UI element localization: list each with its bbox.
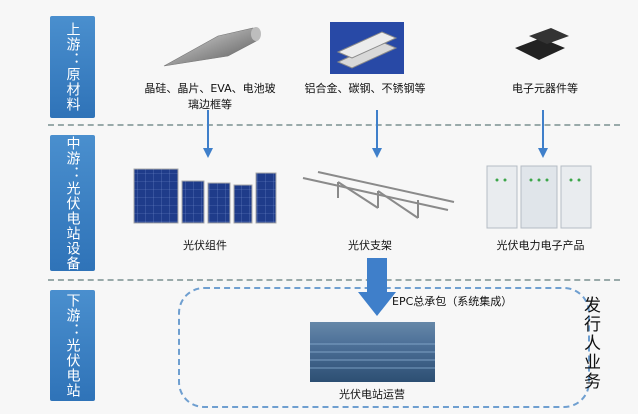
- upstream-label: 上游：原材料: [50, 16, 95, 118]
- arrow-silicon-down: [203, 110, 213, 158]
- separator-upstream-midstream: [48, 124, 620, 126]
- arrow-electronics-down: [538, 110, 548, 158]
- metals-label: 铝合金、碳钢、不锈钢等: [304, 82, 426, 95]
- downstream-label-text: 下游：光伏电站: [64, 293, 81, 398]
- aluminum-profile-icon: [330, 22, 404, 74]
- cabinet-icon: [486, 165, 592, 229]
- arrow-metals-down: [372, 110, 382, 158]
- solar-plant-rows: [310, 343, 435, 369]
- power-electronics-label: 光伏电力电子产品: [496, 239, 585, 252]
- upstream-label-text: 上游：原材料: [64, 22, 81, 112]
- downstream-label: 下游：光伏电站: [50, 290, 95, 401]
- module-label: 光伏组件: [183, 239, 227, 252]
- electronics-label: 电子元器件等: [512, 82, 578, 95]
- epc-label: EPC总承包（系统集成）: [392, 295, 513, 308]
- solar-panel-icon: [133, 168, 277, 224]
- bracket-icon: [302, 171, 455, 219]
- issuer-business-text: 发行人业务: [580, 296, 600, 391]
- arrow-to-downstream: [358, 258, 396, 316]
- operation-label: 光伏电站运营: [339, 388, 405, 401]
- silicon-label: 晶硅、晶片、EVA、电池玻璃边框等: [144, 82, 276, 111]
- solar-plant-image: [310, 322, 435, 382]
- silicon-crystal-icon: [163, 27, 261, 67]
- separator-midstream-downstream: [48, 279, 620, 281]
- chip-icon: [515, 28, 569, 60]
- midstream-label-text: 中游：光伏电站设备: [64, 135, 81, 271]
- bracket-label: 光伏支架: [348, 239, 392, 252]
- midstream-label: 中游：光伏电站设备: [50, 135, 95, 271]
